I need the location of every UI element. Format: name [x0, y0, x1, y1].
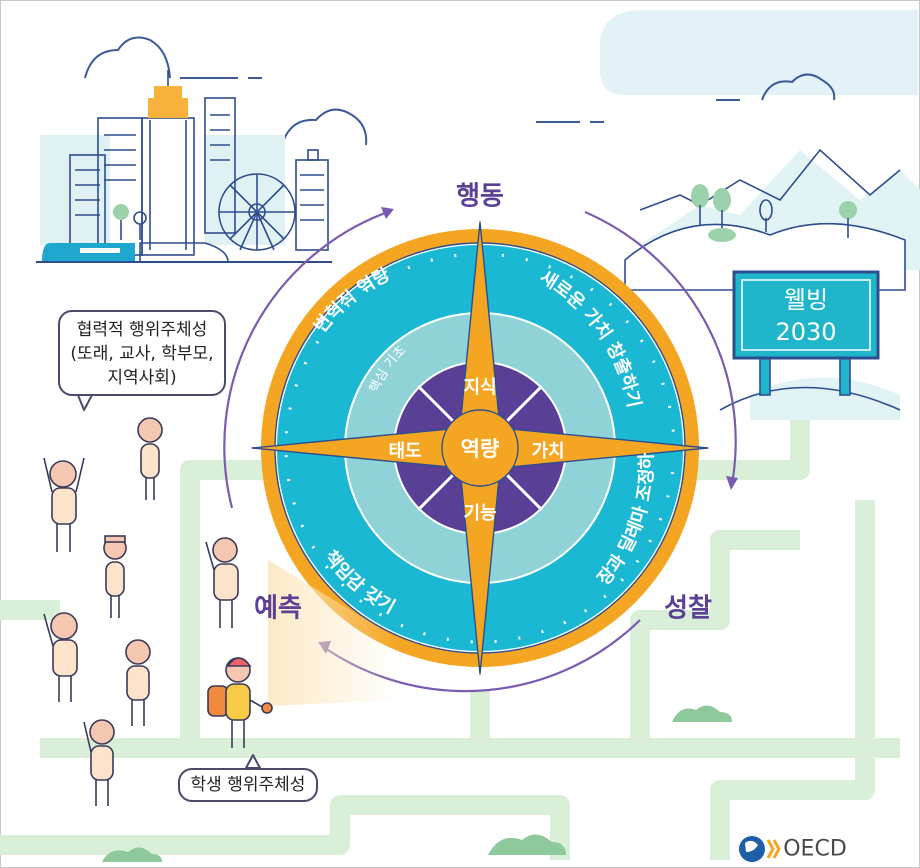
city-skyline — [36, 70, 332, 263]
collaborative-line1: 협력적 행위주체성 — [76, 320, 208, 340]
skills-label: 기능 — [463, 503, 497, 524]
competency-hub-label: 역량 — [460, 437, 500, 461]
wellbeing-line2: 2030 — [775, 318, 837, 346]
phase-reflection-label: 성찰 — [664, 593, 712, 624]
background-paths — [0, 400, 900, 860]
wellbeing-line1: 웰빙 — [783, 286, 829, 314]
phase-action-label: 행동 — [456, 181, 504, 212]
collaborative-line2: (또래, 교사, 학부모, — [70, 344, 214, 364]
attitudes-label: 태도 — [388, 441, 422, 462]
wellbeing-sign — [732, 270, 880, 396]
phase-anticipation-label: 예측 — [254, 593, 302, 624]
clouds — [84, 10, 918, 146]
values-label: 가치 — [531, 441, 565, 462]
people — [43, 417, 273, 806]
wellbeing-sign-text: 웰빙 2030 — [742, 284, 870, 348]
student-agency-bubble: 학생 행위주체성 — [178, 768, 318, 802]
knowledge-label: 지식 — [463, 377, 497, 398]
oecd-logo-text: OECD — [783, 836, 847, 862]
bushes — [102, 705, 732, 862]
compass — [251, 221, 709, 675]
oecd-globe-icon — [739, 836, 781, 862]
collaborative-agency-bubble: 협력적 행위주체성 (또래, 교사, 학부모, 지역사회) — [58, 310, 226, 396]
collaborative-line3: 지역사회) — [107, 368, 177, 388]
flashlight-beam — [268, 560, 400, 706]
